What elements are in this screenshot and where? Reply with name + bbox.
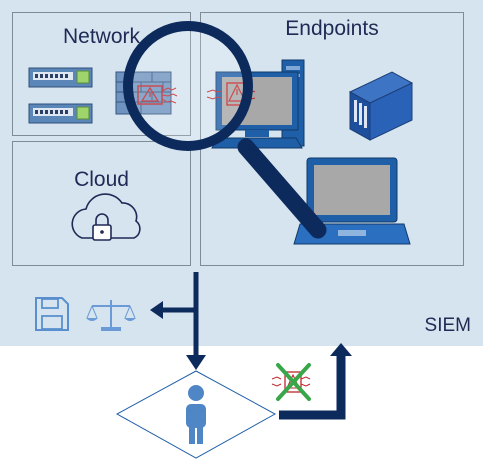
- siem-label: SIEM: [424, 315, 471, 336]
- magnifying-glass-icon: [123, 21, 327, 239]
- cloud-title: Cloud: [74, 168, 129, 191]
- endpoints-title: Endpoints: [285, 17, 379, 40]
- endpoints-panel: Endpoints: [200, 12, 464, 266]
- flow-arrow-up-return: [279, 343, 352, 420]
- network-panel: Network: [12, 12, 191, 136]
- scales-icon: [86, 300, 136, 331]
- flow-arrow-down: [186, 272, 206, 370]
- network-title: Network: [62, 25, 141, 48]
- flow-arrow-left: [150, 301, 196, 319]
- cloud-panel: Cloud: [12, 141, 191, 266]
- blocked-threat-icon: [271, 363, 311, 401]
- network-switch-icon: [28, 67, 93, 88]
- cloud-lock-icon: [71, 193, 141, 241]
- laptop-icon: [293, 157, 411, 245]
- person-icon: [186, 385, 206, 444]
- server-icon: [348, 71, 414, 141]
- floppy-disk-icon: [35, 297, 69, 331]
- desktop-computer-icon: [206, 59, 305, 149]
- network-switch-icon: [28, 103, 93, 124]
